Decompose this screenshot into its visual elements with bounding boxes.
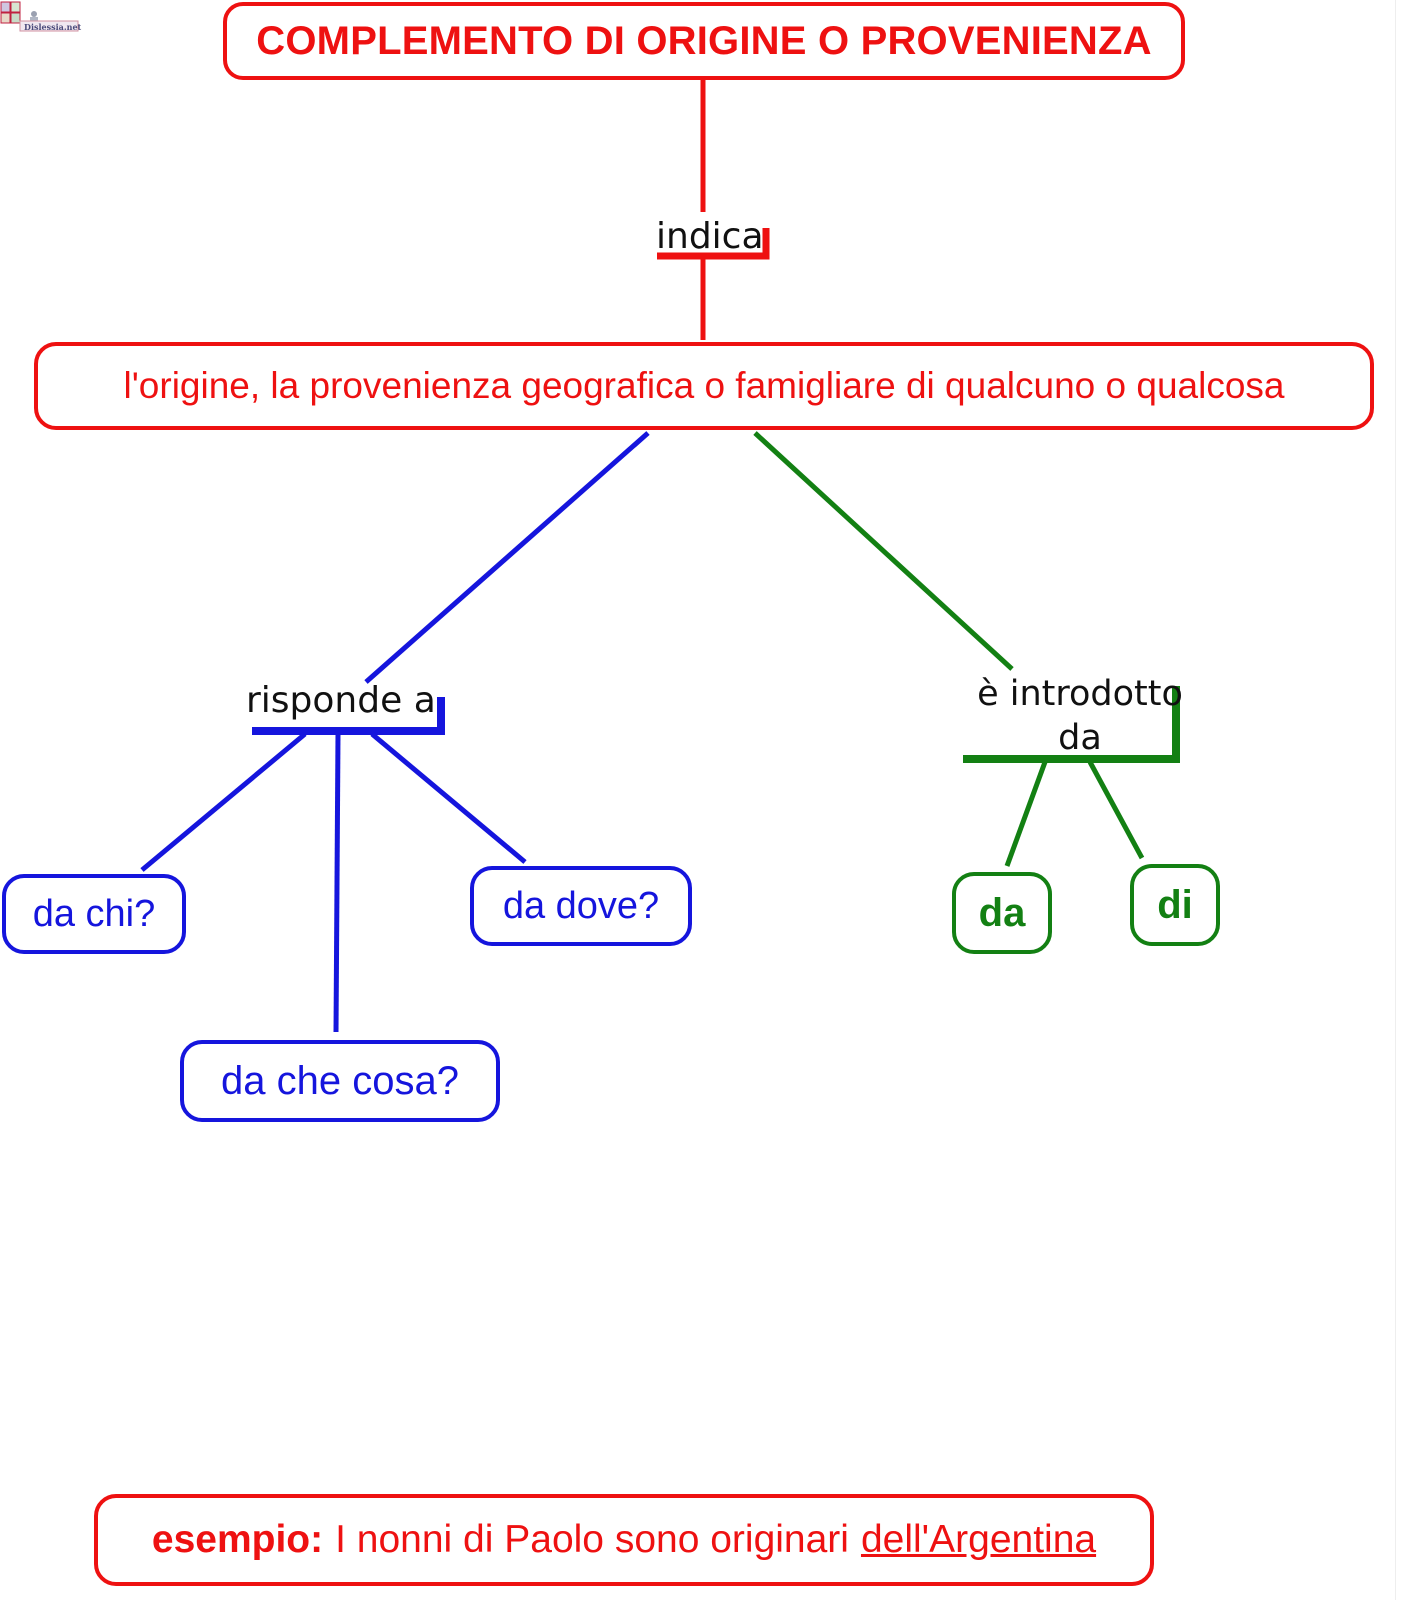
question-text: da che cosa? — [221, 1058, 459, 1103]
definition-text: l'origine, la provenienza geografica o f… — [123, 365, 1285, 406]
connector-risponde-to-dadove — [370, 732, 527, 864]
example-highlight: dell'Argentina — [860, 1518, 1097, 1561]
preposition-text: da — [978, 890, 1026, 935]
example-sentence: I nonni di Paolo sono originari — [335, 1518, 849, 1561]
connector-definition-to-risponde — [364, 431, 650, 684]
preposition-text: di — [1157, 882, 1193, 927]
connector-risponde-to-dachi — [140, 732, 307, 872]
logo-text: Dislessia.net — [24, 22, 82, 32]
question-node-da-dove: da dove? — [470, 866, 692, 946]
preposition-node-di: di — [1130, 864, 1220, 946]
link-label-introdotto: è introdotto da — [977, 674, 1183, 758]
title-text: COMPLEMENTO DI ORIGINE O PROVENIENZA — [256, 18, 1152, 63]
connector-introdotto-to-da — [1004, 761, 1048, 867]
title-node: COMPLEMENTO DI ORIGINE O PROVENIENZA — [223, 2, 1185, 80]
example-node: esempio: I nonni di Paolo sono originari… — [94, 1494, 1154, 1586]
question-node-da-chi: da chi? — [2, 874, 186, 954]
example-lead: esempio: — [151, 1518, 324, 1561]
question-node-da-che-cosa: da che cosa? — [180, 1040, 500, 1122]
connector-definition-to-introdotto — [753, 431, 1014, 671]
connector-risponde-to-dachecosa — [333, 733, 341, 1033]
connector-introdotto-to-di — [1087, 760, 1145, 860]
link-label-risponde: risponde a — [246, 680, 436, 721]
page-edge-divider — [1395, 0, 1396, 1600]
question-text: da chi? — [32, 892, 156, 935]
preposition-node-da: da — [952, 872, 1052, 954]
house-blocks-logo-icon — [0, 1, 79, 32]
question-text: da dove? — [502, 884, 660, 927]
definition-node: l'origine, la provenienza geografica o f… — [34, 342, 1374, 430]
link-label-indica: indica — [656, 216, 764, 257]
dislessia-logo: Dislessia.net — [0, 0, 82, 34]
